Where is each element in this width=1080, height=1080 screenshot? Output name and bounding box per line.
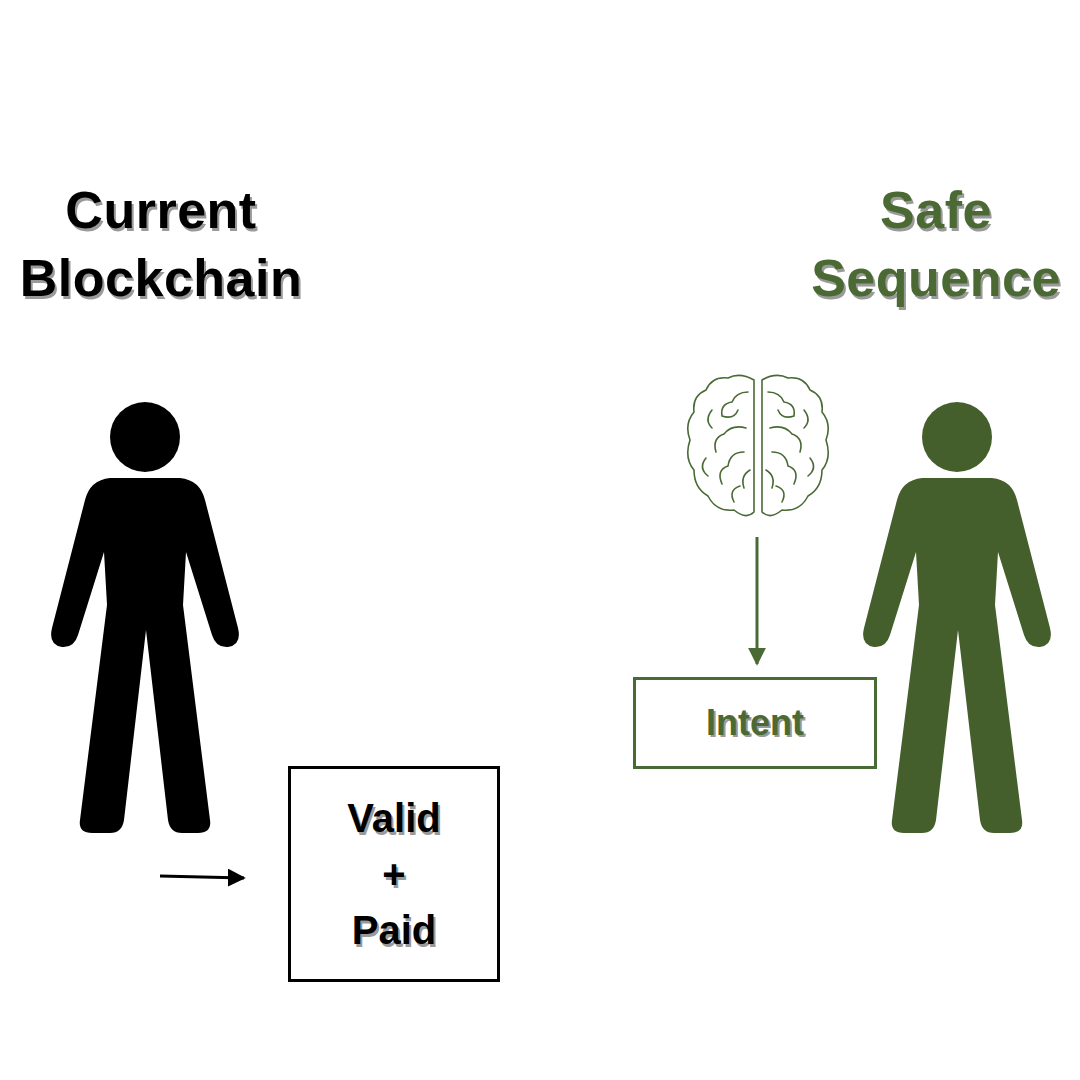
brain-icon — [688, 375, 829, 515]
pointer-arrow — [160, 876, 244, 878]
person-body — [863, 478, 1051, 833]
heading-label: Safe Sequence — [796, 176, 1076, 312]
box-text: Valid + Paid — [347, 790, 440, 958]
text-box: Valid + Paid — [288, 766, 500, 982]
person-figure — [863, 402, 1051, 833]
pointer-arrow — [756, 537, 759, 664]
text-box: Intent — [633, 677, 877, 769]
brain-hemisphere — [688, 375, 754, 515]
person-body — [51, 478, 239, 833]
person-figure — [51, 402, 239, 833]
person-head — [922, 402, 992, 472]
brain-hemisphere — [762, 375, 828, 515]
heading-label: Current Blockchain — [6, 176, 316, 312]
person-head — [110, 402, 180, 472]
brain-fold — [702, 392, 750, 502]
box-text: Intent — [706, 701, 804, 745]
brain-fold — [766, 392, 814, 502]
